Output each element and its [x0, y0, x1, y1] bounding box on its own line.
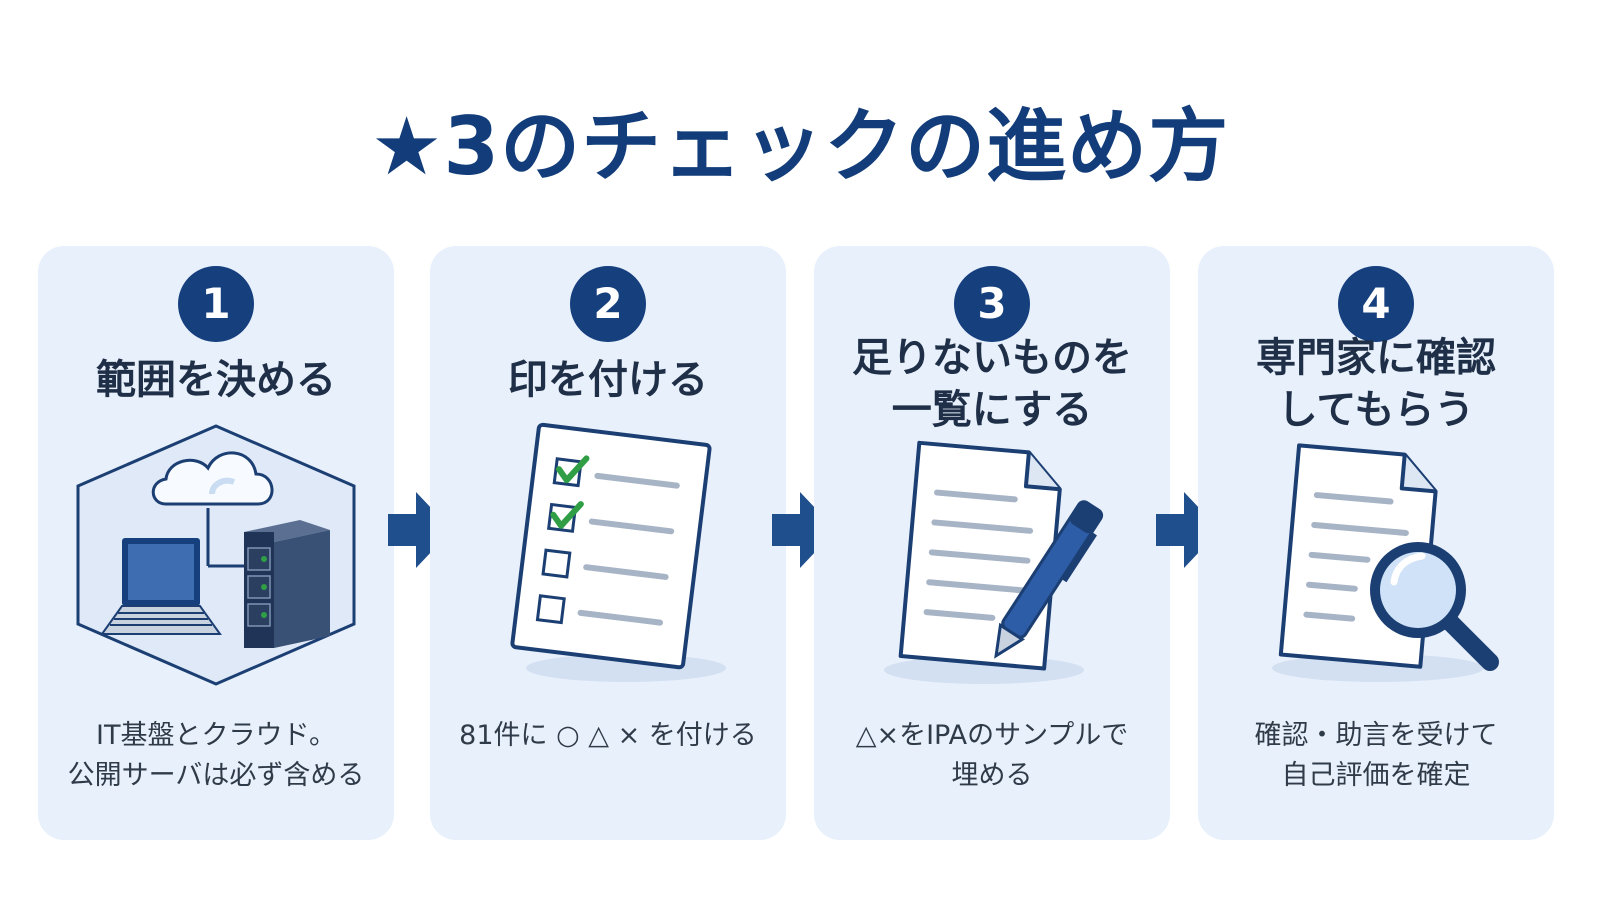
step-card-3: 3 足りないものを 一覧にする △×をIPAのサンプルで 埋める: [814, 246, 1170, 840]
step-number-badge: 4: [1338, 266, 1414, 342]
step-heading: 足りないものを 一覧にする: [824, 332, 1160, 436]
document-magnifier-icon: [1272, 443, 1499, 682]
step-heading: 印を付ける: [440, 354, 776, 406]
arrow-right-icon: [388, 492, 452, 568]
step-heading-line: 印を付ける: [508, 357, 708, 403]
step-description-line: 自己評価を確定: [1281, 760, 1471, 791]
step-description-line: 81件に ○ △ × を付ける: [459, 720, 757, 751]
step-card-2: 2 印を付ける 81件に ○ △ × を付ける: [430, 246, 786, 840]
step-description: IT基盤とクラウド。 公開サーバは必ず含める: [48, 716, 384, 796]
step-heading-line: 専門家に確認: [1256, 335, 1496, 381]
arrow-right-icon: [772, 492, 836, 568]
step-description-line: 公開サーバは必ず含める: [67, 760, 365, 791]
step-description-line: IT基盤とクラウド。: [96, 720, 336, 751]
step-number-badge: 2: [570, 266, 646, 342]
step-description: 確認・助言を受けて 自己評価を確定: [1208, 716, 1544, 796]
step-heading-line: 一覧にする: [891, 387, 1093, 433]
step-heading: 専門家に確認 してもらう: [1208, 332, 1544, 436]
step-description: 81件に ○ △ × を付ける: [440, 716, 776, 756]
step-number-badge: 1: [178, 266, 254, 342]
step-card-4: 4 専門家に確認 してもらう 確認・助言を受けて 自己評価を確定: [1198, 246, 1554, 840]
step-heading: 範囲を決める: [48, 354, 384, 406]
step-card-1: 1 範囲を決める IT基盤とクラウド。: [38, 246, 394, 840]
step-heading-line: 足りないものを: [852, 335, 1132, 381]
step-heading-line: してもらう: [1277, 387, 1475, 433]
step-description-line: △×をIPAのサンプルで: [855, 720, 1129, 751]
laptop-cloud-server-icon: [76, 424, 356, 686]
step-description-line: 埋める: [951, 760, 1033, 791]
step-heading-line: 範囲を決める: [96, 357, 336, 403]
page-title: ★3のチェックの進め方: [370, 100, 1230, 193]
step-description: △×をIPAのサンプルで 埋める: [824, 716, 1160, 796]
arrow-right-icon: [1156, 492, 1220, 568]
step-description-line: 確認・助言を受けて: [1254, 720, 1498, 751]
checklist-icon: [510, 422, 726, 682]
document-pen-icon: [884, 440, 1104, 684]
step-number-badge: 3: [954, 266, 1030, 342]
